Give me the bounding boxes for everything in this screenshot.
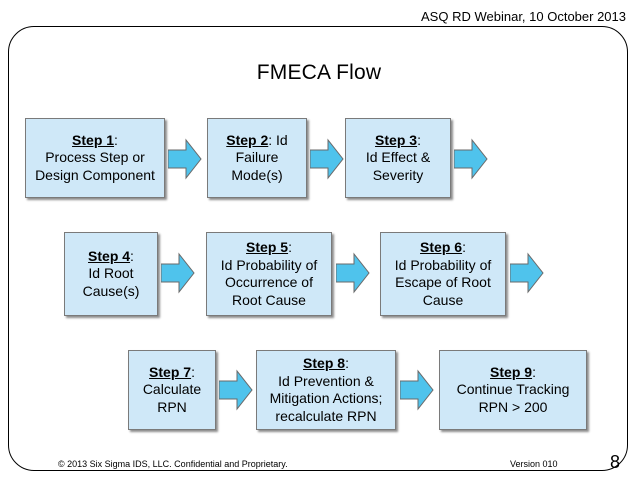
step-2-text-1: : Id bbox=[268, 131, 288, 148]
step-6-text-1: : bbox=[462, 239, 466, 255]
step-3-text-3: Severity bbox=[372, 166, 424, 183]
step-4-text-3: Cause(s) bbox=[82, 282, 140, 299]
step-7-text-3: RPN bbox=[157, 398, 187, 415]
step-6-text-4: Cause bbox=[422, 291, 464, 308]
step-4-text-1: : bbox=[130, 247, 134, 264]
arrow-right-icon bbox=[336, 252, 370, 294]
step-8-label: Step 8 bbox=[303, 355, 346, 371]
step-5-text-3: Occurrence of bbox=[225, 274, 313, 290]
step-5-text-2: Id Probability of bbox=[220, 256, 318, 273]
step-5-text-1: : bbox=[288, 239, 292, 255]
step-6-text-2: Id Probability of bbox=[394, 256, 492, 273]
webinar-header: ASQ RD Webinar, 10 October 2013 bbox=[421, 9, 626, 24]
step-8-text-3: Mitigation Actions; bbox=[269, 390, 383, 406]
step-4-box: Step 4: Id Root Cause(s) bbox=[64, 232, 158, 316]
step-9-box: Step 9: Continue Tracking RPN > 200 bbox=[439, 350, 587, 430]
arrow-right-icon bbox=[310, 138, 344, 180]
page-title: FMECA Flow bbox=[256, 61, 382, 84]
step-8-box: Step 8: Id Prevention & Mitigation Actio… bbox=[256, 350, 396, 430]
step-1-text-1: : bbox=[114, 131, 118, 148]
arrow-right-icon bbox=[168, 138, 202, 180]
step-7-text-1: : bbox=[191, 363, 195, 380]
step-5-label: Step 5 bbox=[246, 239, 289, 255]
step-1-text-2: Process Step or bbox=[45, 149, 145, 166]
copyright-notice: © 2013 Six Sigma IDS, LLC. Confidential … bbox=[58, 459, 288, 469]
arrow-right-icon bbox=[161, 252, 195, 294]
step-6-box: Step 6: Id Probability of Escape of Root… bbox=[380, 232, 506, 316]
step-8-text-4: recalculate RPN bbox=[275, 407, 377, 424]
step-7-label: Step 7 bbox=[149, 363, 192, 380]
step-3-box: Step 3: Id Effect & Severity bbox=[345, 118, 451, 198]
step-7-text-2: Calculate bbox=[142, 381, 202, 398]
step-9-text-2: Continue Tracking bbox=[456, 381, 570, 398]
step-3-text-2: Id Effect & bbox=[365, 149, 431, 166]
step-2-box: Step 2: Id Failure Mode(s) bbox=[207, 118, 307, 198]
step-8-text-1: : bbox=[345, 355, 349, 371]
step-7-box: Step 7: Calculate RPN bbox=[128, 350, 216, 430]
step-9-text-1: : bbox=[532, 363, 536, 380]
page-number: 8 bbox=[609, 452, 620, 472]
step-4-label: Step 4 bbox=[88, 247, 131, 264]
step-2-text-2: Failure bbox=[235, 149, 279, 166]
step-6-label: Step 6 bbox=[420, 239, 463, 255]
arrow-right-icon bbox=[454, 138, 488, 180]
arrow-right-icon bbox=[400, 369, 434, 411]
slide-frame bbox=[8, 26, 628, 471]
step-1-label: Step 1 bbox=[72, 131, 115, 148]
step-3-label: Step 3 bbox=[375, 131, 418, 148]
step-1-box: Step 1: Process Step or Design Component bbox=[25, 118, 165, 198]
arrow-right-icon bbox=[510, 252, 544, 294]
step-9-text-3: RPN > 200 bbox=[478, 398, 548, 415]
arrow-right-icon bbox=[219, 369, 253, 411]
step-2-text-3: Mode(s) bbox=[231, 166, 283, 183]
step-3-text-1: : bbox=[417, 131, 421, 148]
step-9-label: Step 9 bbox=[490, 363, 533, 380]
step-6-text-3: Escape of Root bbox=[395, 274, 491, 290]
step-5-text-4: Root Cause bbox=[232, 291, 306, 308]
step-5-box: Step 5: Id Probability of Occurrence of … bbox=[206, 232, 332, 316]
version-label: Version 010 bbox=[510, 459, 558, 469]
step-8-text-2: Id Prevention & bbox=[278, 372, 374, 389]
step-1-text-3: Design Component bbox=[35, 166, 155, 183]
step-2-label: Step 2 bbox=[226, 131, 269, 148]
step-4-text-2: Id Root bbox=[88, 265, 134, 282]
